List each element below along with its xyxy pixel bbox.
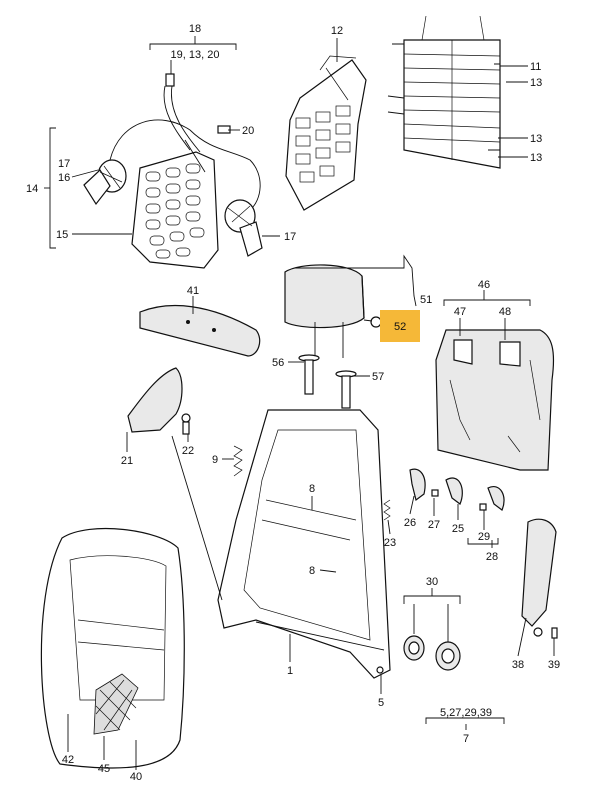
part-label: 18	[189, 23, 201, 35]
part-labels: 18 19, 13, 20 12 11 13 13 13 20 17 16 14…	[26, 23, 560, 783]
leader-lines	[44, 36, 555, 770]
part-label: 47	[454, 306, 466, 318]
part-label-highlighted: 52	[394, 321, 406, 333]
part-label: 5,27,29,39	[440, 707, 492, 719]
part-label: 19, 13, 20	[171, 49, 220, 61]
part-label: 20	[242, 125, 254, 137]
part-label: 13	[530, 77, 542, 89]
lumbar-support-assembly	[83, 73, 263, 269]
part-label: 7	[463, 733, 469, 745]
part-label: 21	[121, 455, 133, 467]
part-label: 22	[182, 445, 194, 457]
part-label: 38	[512, 659, 524, 671]
part-label: 46	[478, 279, 490, 291]
part-label: 13	[530, 152, 542, 164]
side-pad	[139, 304, 261, 357]
part-label: 1	[287, 665, 293, 677]
part-label: 56	[272, 357, 284, 369]
part-label: 8	[309, 483, 315, 495]
spring-mat	[387, 15, 501, 169]
part-label: 17	[58, 158, 70, 170]
part-label: 12	[331, 25, 343, 37]
part-label: 57	[372, 371, 384, 383]
part-label: 14	[26, 183, 38, 195]
part-label: 26	[404, 517, 416, 529]
part-label: 40	[130, 771, 142, 783]
part-label: 17	[284, 231, 296, 243]
part-label: 15	[56, 229, 68, 241]
part-label: 13	[530, 133, 542, 145]
part-label: 41	[187, 285, 199, 297]
part-label: 25	[452, 523, 464, 535]
part-label: 16	[58, 172, 70, 184]
lumbar-cage	[285, 55, 367, 211]
side-trim	[127, 367, 191, 435]
part-label: 11	[530, 61, 541, 73]
highlighted-part-box	[380, 310, 420, 342]
part-label: 23	[384, 537, 396, 549]
seat-frame	[217, 409, 391, 679]
part-label: 30	[426, 576, 438, 588]
part-label: 48	[499, 306, 511, 318]
recliner-parts	[409, 468, 505, 511]
headrest	[284, 264, 382, 409]
backrest-rear-panel	[435, 329, 555, 471]
part-label: 5	[378, 697, 384, 709]
part-label: 28	[486, 551, 498, 563]
part-label: 51	[420, 294, 432, 306]
part-label: 39	[548, 659, 560, 671]
adjustment-knobs	[403, 635, 461, 671]
part-label: 42	[62, 754, 74, 766]
part-label: 29	[478, 531, 490, 543]
part-label: 8	[309, 565, 315, 577]
part-label: 9	[212, 454, 218, 466]
part-label: 45	[98, 763, 110, 775]
side-cover	[521, 518, 558, 639]
backrest-cover	[40, 527, 185, 769]
part-label: 27	[428, 519, 440, 531]
